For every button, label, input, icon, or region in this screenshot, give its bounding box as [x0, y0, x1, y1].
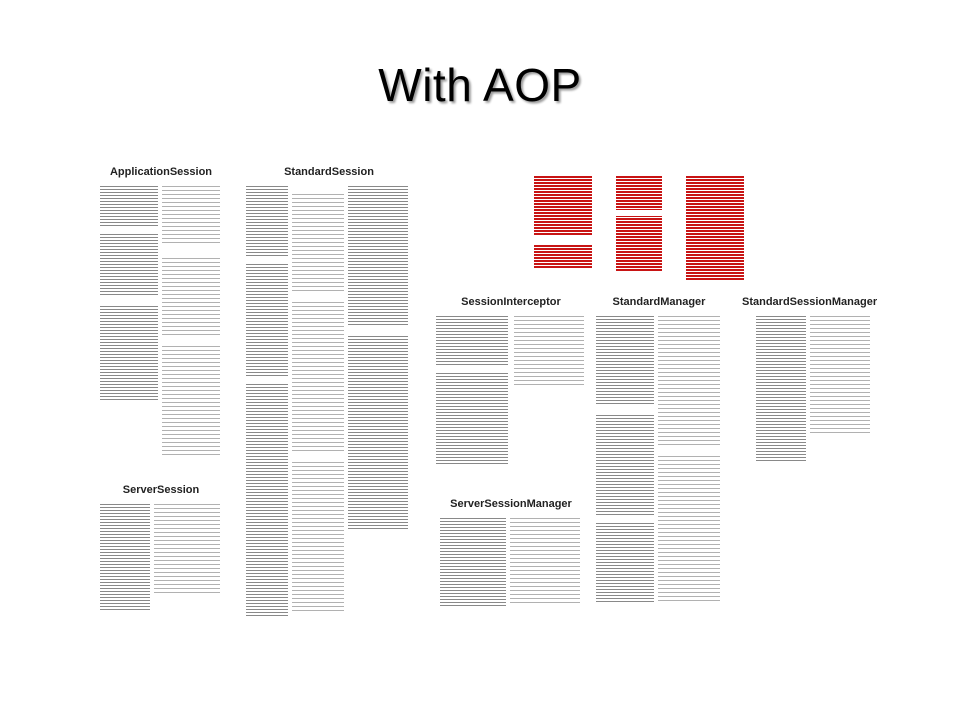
- server-session-code-right: [154, 504, 220, 594]
- standard-session-manager-title: StandardSessionManager: [742, 296, 878, 308]
- server-session-manager-code-right: [510, 518, 580, 606]
- standard-session-code-col2: [292, 194, 344, 614]
- standard-session-manager-code-left: [756, 316, 806, 461]
- server-session-manager-panel: ServerSessionManager: [436, 498, 586, 610]
- server-session-panel: ServerSession: [96, 484, 226, 616]
- server-session-manager-code-left: [440, 518, 506, 608]
- session-interceptor-title: SessionInterceptor: [461, 296, 561, 308]
- aspect-code-block-2: [616, 176, 662, 272]
- server-session-title: ServerSession: [122, 484, 200, 496]
- session-interceptor-panel: SessionInterceptor: [436, 296, 586, 468]
- server-session-manager-title: ServerSessionManager: [450, 498, 572, 510]
- application-session-panel: ApplicationSession: [96, 166, 226, 466]
- standard-session-panel: StandardSession: [244, 166, 414, 622]
- standard-manager-code-left: [596, 316, 654, 604]
- standard-manager-title: StandardManager: [612, 296, 706, 308]
- standard-session-title: StandardSession: [284, 166, 374, 178]
- application-session-title: ApplicationSession: [109, 166, 213, 178]
- aspect-code-block-1: [534, 176, 592, 268]
- application-session-code-left: [100, 186, 158, 401]
- session-interceptor-code-left: [436, 316, 508, 466]
- standard-session-code-col3: [348, 186, 408, 531]
- slide-title: With AOP: [378, 59, 582, 111]
- standard-manager-code-right: [658, 316, 720, 604]
- application-session-code-right: [162, 186, 220, 456]
- standard-session-manager-code-right: [810, 316, 870, 436]
- server-session-code-left: [100, 504, 150, 612]
- session-interceptor-code-right: [514, 316, 584, 386]
- aspect-code-block-3: [686, 176, 744, 280]
- standard-manager-panel: StandardManager: [594, 296, 724, 608]
- standard-session-code-col1: [246, 186, 288, 616]
- standard-session-manager-panel: StandardSessionManager: [742, 296, 878, 466]
